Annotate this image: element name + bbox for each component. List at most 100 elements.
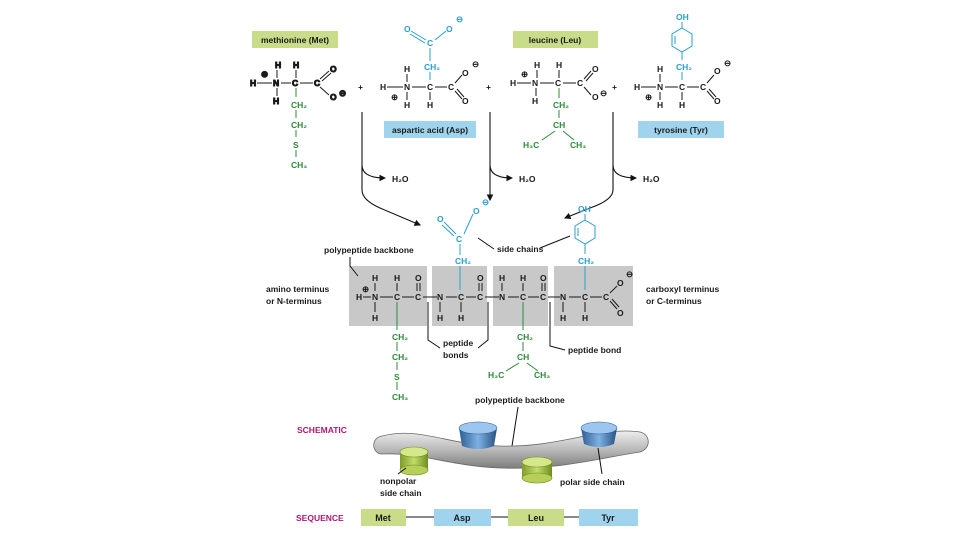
- svg-text:C: C: [415, 292, 421, 302]
- n-terminus-label: or N-terminus: [266, 296, 322, 306]
- svg-text:leucine (Leu): leucine (Leu): [529, 35, 582, 45]
- sequence-item-leu: Leu: [508, 509, 564, 526]
- svg-text:H₃C: H₃C: [523, 140, 539, 150]
- svg-text:CH₂: CH₂: [392, 332, 408, 342]
- side-chains-label: side chains: [497, 244, 544, 254]
- svg-text:CH₂: CH₂: [517, 332, 533, 342]
- backbone-boxes: [349, 266, 633, 326]
- svg-text:H: H: [679, 100, 685, 110]
- peptide-bond-pointers: [427, 302, 566, 351]
- asp-polar-cylinder: [458, 421, 498, 449]
- svg-text:C: C: [700, 82, 706, 92]
- peptide-bonds-label-2: bonds: [443, 350, 469, 360]
- svg-text:⊖: ⊖: [456, 14, 463, 24]
- svg-text:⊕: ⊕: [362, 284, 369, 294]
- condensation-arrows: [361, 112, 638, 226]
- svg-text:H: H: [275, 60, 281, 70]
- svg-text:N: N: [273, 78, 279, 88]
- plus-sign: +: [612, 82, 617, 92]
- nonpolar-label: nonpolar: [380, 476, 417, 486]
- svg-text:C: C: [555, 78, 561, 88]
- plus-sign: +: [358, 82, 363, 92]
- svg-text:CH₂: CH₂: [455, 256, 471, 266]
- svg-text:O: O: [714, 96, 721, 106]
- svg-text:N: N: [532, 78, 538, 88]
- sequence-item-met: Met: [361, 509, 406, 526]
- nonpolar-pointer: [397, 467, 407, 475]
- svg-text:N: N: [657, 82, 663, 92]
- svg-text:CH: CH: [553, 120, 565, 130]
- svg-text:Leu: Leu: [528, 513, 544, 523]
- leu-nonpolar-cylinder: [521, 456, 553, 484]
- peptide-bonds-label: peptide: [443, 338, 473, 348]
- met-side-chain: CH₂ CH₂ S CH₃: [392, 302, 408, 402]
- svg-text:C: C: [603, 292, 609, 302]
- svg-text:H: H: [560, 313, 566, 323]
- svg-text:O: O: [592, 64, 599, 74]
- svg-text:H: H: [499, 273, 505, 283]
- water-product: H₂O: [643, 174, 660, 184]
- svg-text:Tyr: Tyr: [601, 513, 615, 523]
- svg-text:Met: Met: [375, 513, 391, 523]
- svg-text:CH: CH: [517, 352, 529, 362]
- svg-text:C: C: [427, 38, 433, 48]
- svg-text:CH₂: CH₂: [424, 62, 440, 72]
- svg-text:N: N: [404, 82, 410, 92]
- svg-text:H: H: [657, 100, 663, 110]
- svg-text:CH₃: CH₃: [570, 140, 586, 150]
- methionine-structure: H H H N C C O O H ⊕ ⊖ CH₂ CH₂ S CH₃: [250, 60, 347, 171]
- svg-text:H: H: [458, 313, 464, 323]
- svg-text:C: C: [427, 82, 433, 92]
- svg-text:H: H: [372, 313, 378, 323]
- svg-text:O: O: [714, 66, 721, 76]
- svg-text:N: N: [499, 292, 505, 302]
- side-chain-pointers: [477, 235, 571, 250]
- svg-text:C: C: [520, 292, 526, 302]
- svg-text:⊕: ⊕: [645, 92, 652, 102]
- svg-text:N: N: [372, 292, 378, 302]
- svg-text:⊖: ⊖: [482, 197, 489, 207]
- svg-text:CH₂: CH₂: [291, 100, 307, 110]
- polar-pointer: [597, 447, 603, 475]
- svg-text:C: C: [679, 82, 685, 92]
- svg-text:⊖: ⊖: [724, 58, 731, 68]
- svg-text:H: H: [250, 78, 256, 88]
- svg-text:S: S: [293, 140, 299, 150]
- svg-text:S: S: [394, 372, 400, 382]
- svg-text:⊖: ⊖: [600, 88, 607, 98]
- tyr-label: tyrosine (Tyr): [638, 121, 724, 138]
- sequence-title: SEQUENCE: [296, 513, 344, 523]
- svg-text:O: O: [330, 64, 337, 74]
- svg-text:H: H: [510, 78, 516, 88]
- svg-text:⊖: ⊖: [472, 59, 479, 69]
- plus-sign: +: [486, 82, 491, 92]
- svg-text:⊖: ⊖: [339, 88, 346, 98]
- polar-label: polar side chain: [560, 477, 625, 487]
- svg-text:O: O: [462, 68, 469, 78]
- svg-text:N: N: [560, 292, 566, 302]
- asp-side-chain: O O ⊖ C CH₂: [437, 197, 489, 290]
- svg-text:H: H: [437, 313, 443, 323]
- svg-text:C: C: [582, 292, 588, 302]
- svg-text:H: H: [532, 96, 538, 106]
- sequence-item-asp: Asp: [434, 509, 491, 526]
- svg-text:tyrosine (Tyr): tyrosine (Tyr): [654, 125, 708, 135]
- svg-text:H: H: [582, 313, 588, 323]
- svg-text:H: H: [404, 100, 410, 110]
- svg-text:H: H: [372, 273, 378, 283]
- svg-text:⊕: ⊕: [521, 69, 528, 79]
- svg-text:O: O: [592, 92, 599, 102]
- svg-text:O: O: [617, 308, 624, 318]
- svg-text:H: H: [273, 96, 279, 106]
- svg-text:⊖: ⊖: [626, 269, 633, 279]
- svg-text:CH₂: CH₂: [676, 62, 692, 72]
- svg-text:O: O: [446, 24, 453, 34]
- leu-side-chain: CH₂ CH H₃C CH₃: [488, 302, 550, 380]
- svg-text:C: C: [458, 292, 464, 302]
- svg-text:C: C: [540, 292, 546, 302]
- schematic-backbone-pointer: [511, 406, 519, 447]
- svg-text:CH₂: CH₂: [392, 352, 408, 362]
- svg-text:CH₃: CH₃: [534, 370, 550, 380]
- svg-text:O: O: [462, 96, 469, 106]
- svg-text:N: N: [437, 292, 443, 302]
